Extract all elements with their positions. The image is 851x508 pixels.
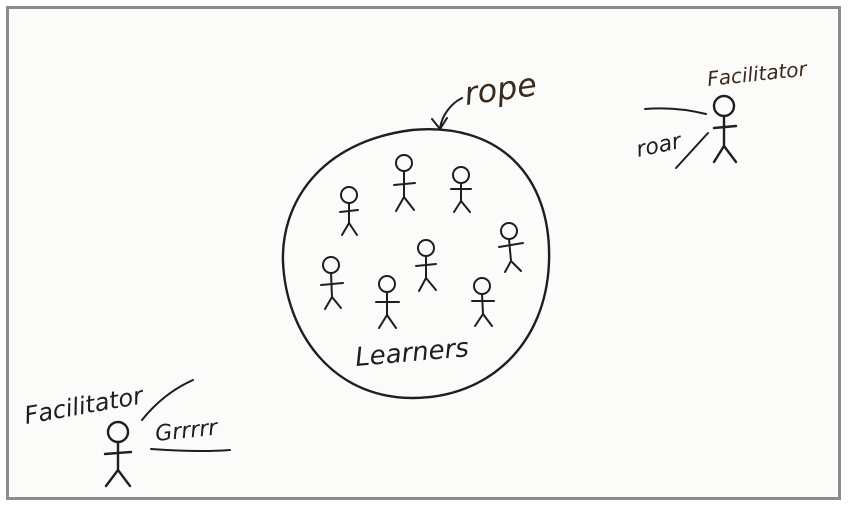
rope-label: rope	[462, 65, 539, 113]
rope-arrow-head	[431, 117, 448, 130]
learner-figure	[450, 166, 472, 213]
roar-label: roar	[634, 129, 685, 163]
learner-figure	[375, 275, 400, 329]
facilitator-figure-bottom-left	[103, 420, 133, 488]
learner-figure	[471, 277, 495, 327]
grrrrr-mark-upper	[141, 379, 194, 421]
learner-figure	[498, 222, 524, 273]
facilitator-figure-top-right	[712, 94, 738, 164]
learner-figure	[415, 239, 437, 292]
learner-figure	[339, 186, 359, 236]
rope-arrow	[439, 97, 463, 129]
grrrrr-mark-lower	[150, 448, 231, 453]
learners-label: Learners	[354, 333, 470, 373]
learner-figure	[320, 256, 344, 310]
rope-circle	[281, 128, 551, 400]
grrrrr-label: Grrrrr	[154, 415, 220, 447]
roar-mark-upper	[644, 107, 707, 115]
learner-figure	[393, 154, 416, 212]
roar-mark-lower	[675, 132, 709, 169]
facilitator-label-top-right: Facilitator	[706, 56, 810, 90]
facilitator-label-bottom-left: Facilitator	[22, 381, 147, 430]
